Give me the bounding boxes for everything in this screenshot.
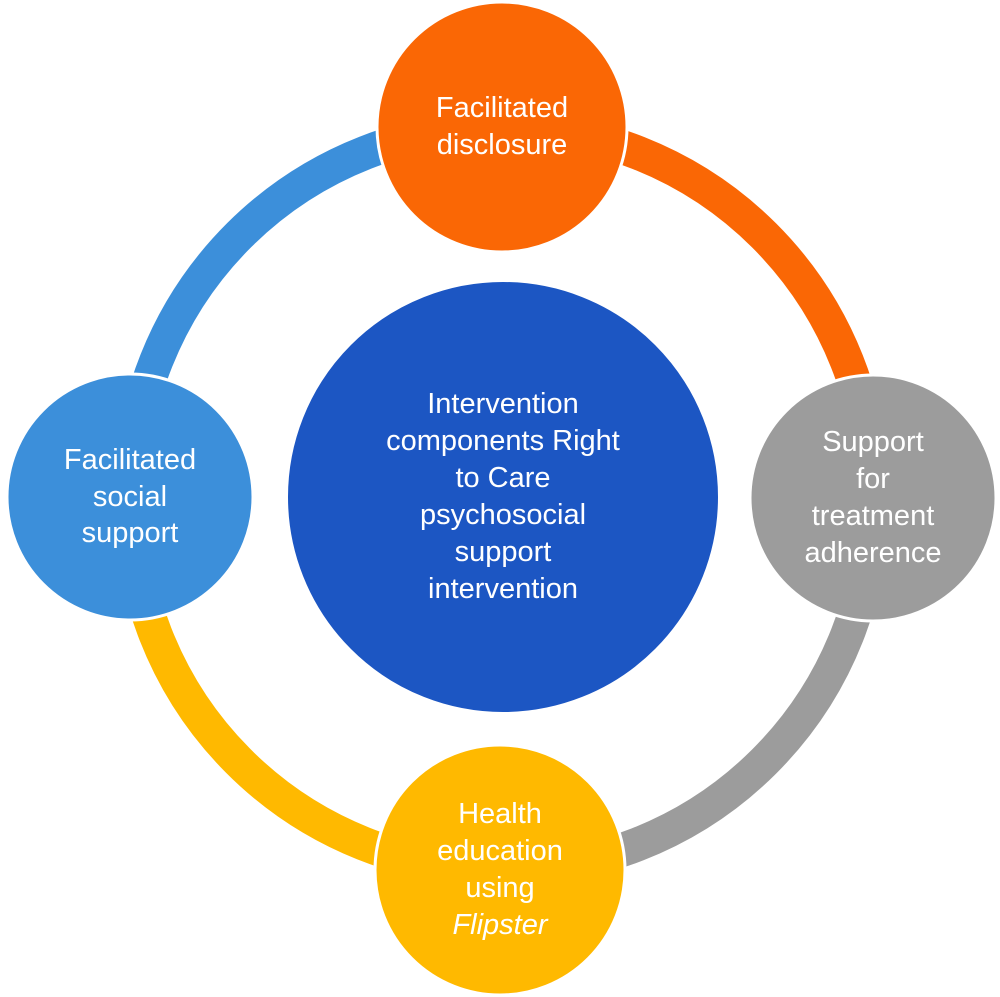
node-line: support (81, 517, 179, 550)
center-line: intervention (428, 573, 578, 606)
node-line: education (437, 835, 563, 868)
node-circle-top (375, 0, 629, 254)
node-line: social (92, 480, 168, 513)
center-line: to Care (455, 461, 551, 494)
node-line: adherence (804, 536, 942, 569)
node-line: treatment (811, 500, 935, 532)
node-circle-left (5, 372, 255, 622)
center-line: Intervention (427, 387, 579, 420)
node-line-italic: Flipster (452, 908, 548, 941)
node-health-education: Health education using Flipster (385, 755, 615, 985)
center-circle (286, 280, 720, 714)
node-line: Health (458, 798, 542, 831)
node-line: disclosure (436, 129, 568, 161)
node-facilitated-disclosure: Facilitated disclosure (387, 12, 617, 242)
center-line: psychosocial (419, 499, 587, 531)
node-facilitated-social-support: Facilitated social support (15, 382, 245, 612)
center-node: Intervention components Right to Care ps… (303, 297, 703, 697)
node-line: Facilitated (63, 443, 197, 476)
node-circle-right (748, 373, 998, 623)
node-line: Facilitated (435, 92, 569, 125)
center-line: support (454, 536, 552, 569)
node-circle-bottom (373, 743, 627, 997)
node-line: using (465, 872, 535, 904)
center-line: components Right (386, 424, 620, 457)
node-support-treatment-adherence: Support for treatment adherence (758, 383, 988, 613)
node-line: Support (822, 426, 924, 459)
node-line: for (856, 463, 890, 496)
